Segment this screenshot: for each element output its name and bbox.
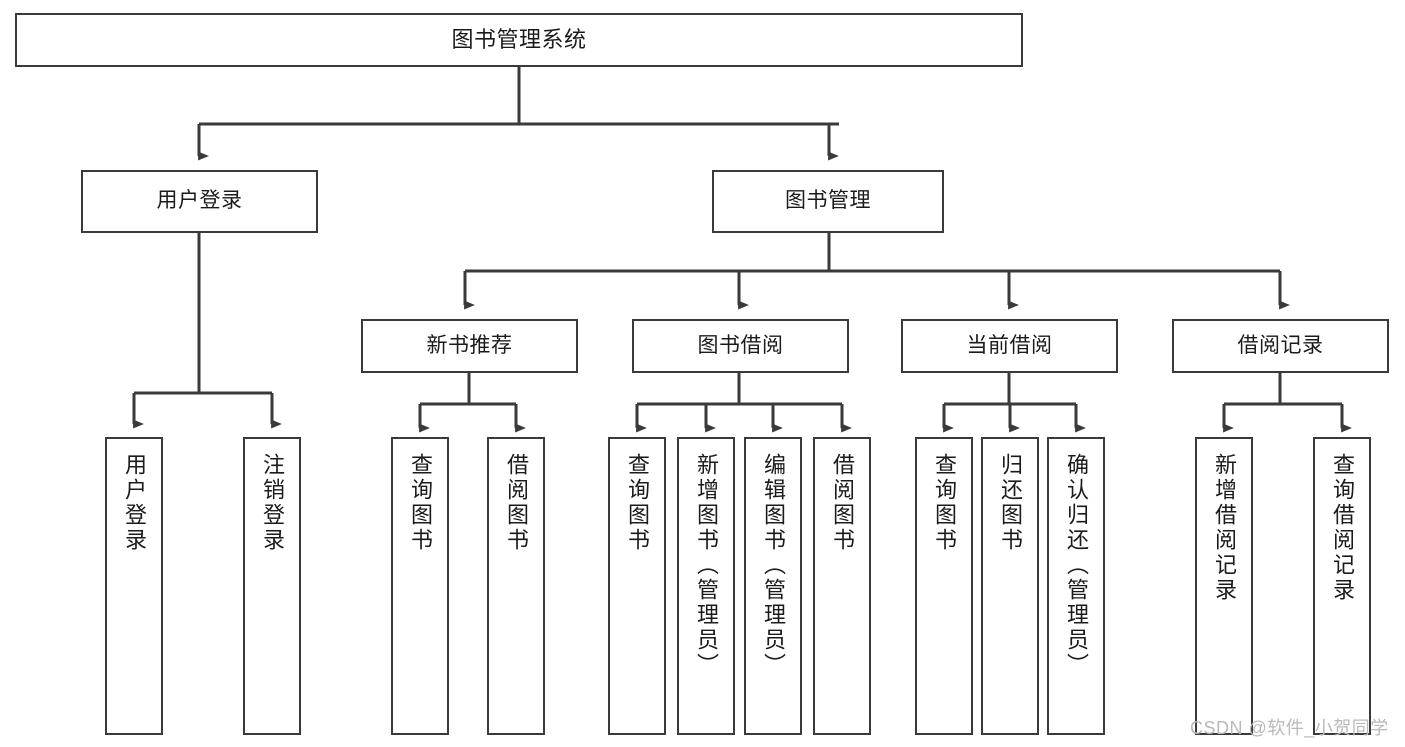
leaf-user-login-logout[interactable]: 注销登录 bbox=[243, 437, 301, 735]
node-label: 确认归还（管理员） bbox=[1063, 453, 1089, 678]
leaf-current-borrow-return-book[interactable]: 归还图书 bbox=[981, 437, 1039, 735]
leaf-new-book-borrow-book[interactable]: 借阅图书 bbox=[487, 437, 545, 735]
node-label: 图书管理 bbox=[785, 189, 871, 213]
leaf-current-borrow-confirm-return-admin[interactable]: 确认归还（管理员） bbox=[1047, 437, 1105, 735]
watermark-text: CSDN @软件_小贺同学 bbox=[1190, 718, 1389, 738]
node-label: 当前借阅 bbox=[966, 333, 1053, 357]
node-label: 查询图书 bbox=[931, 453, 957, 553]
node-label: 新增图书（管理员） bbox=[693, 453, 719, 678]
node-borrow-record[interactable]: 借阅记录 bbox=[1172, 319, 1389, 373]
node-book-management[interactable]: 图书管理 bbox=[712, 170, 944, 233]
node-label: 新增借阅记录 bbox=[1211, 453, 1237, 603]
node-book-borrow[interactable]: 图书借阅 bbox=[632, 319, 849, 373]
leaf-new-book-query-book[interactable]: 查询图书 bbox=[391, 437, 449, 735]
leaf-current-borrow-query-book[interactable]: 查询图书 bbox=[915, 437, 973, 735]
leaf-book-borrow-edit-book-admin[interactable]: 编辑图书（管理员） bbox=[744, 437, 802, 735]
node-label: 查询图书 bbox=[407, 453, 433, 553]
node-current-borrow[interactable]: 当前借阅 bbox=[901, 319, 1118, 373]
node-label: 用户登录 bbox=[156, 189, 243, 213]
node-new-book-recommend[interactable]: 新书推荐 bbox=[361, 319, 578, 373]
node-label: 编辑图书（管理员） bbox=[760, 453, 786, 678]
node-label: 借阅记录 bbox=[1237, 333, 1324, 357]
leaf-book-borrow-add-book-admin[interactable]: 新增图书（管理员） bbox=[677, 437, 735, 735]
node-label: 借阅图书 bbox=[503, 453, 529, 553]
node-label: 归还图书 bbox=[997, 453, 1023, 553]
node-user-login[interactable]: 用户登录 bbox=[81, 170, 318, 233]
node-label: 图书借阅 bbox=[697, 333, 784, 357]
leaf-borrow-record-add-record[interactable]: 新增借阅记录 bbox=[1195, 437, 1253, 735]
node-label: 借阅图书 bbox=[829, 453, 855, 553]
leaf-book-borrow-borrow-book[interactable]: 借阅图书 bbox=[813, 437, 871, 735]
leaf-borrow-record-query-record[interactable]: 查询借阅记录 bbox=[1313, 437, 1371, 735]
node-label: 注销登录 bbox=[259, 453, 285, 553]
node-root-system[interactable]: 图书管理系统 bbox=[15, 13, 1023, 67]
leaf-user-login-login[interactable]: 用户登录 bbox=[105, 437, 163, 735]
leaf-book-borrow-query-book[interactable]: 查询图书 bbox=[608, 437, 666, 735]
node-label: 查询图书 bbox=[624, 453, 650, 553]
node-label: 新书推荐 bbox=[426, 333, 513, 357]
node-label: 图书管理系统 bbox=[451, 27, 587, 53]
node-label: 查询借阅记录 bbox=[1329, 453, 1355, 603]
node-label: 用户登录 bbox=[121, 453, 147, 553]
